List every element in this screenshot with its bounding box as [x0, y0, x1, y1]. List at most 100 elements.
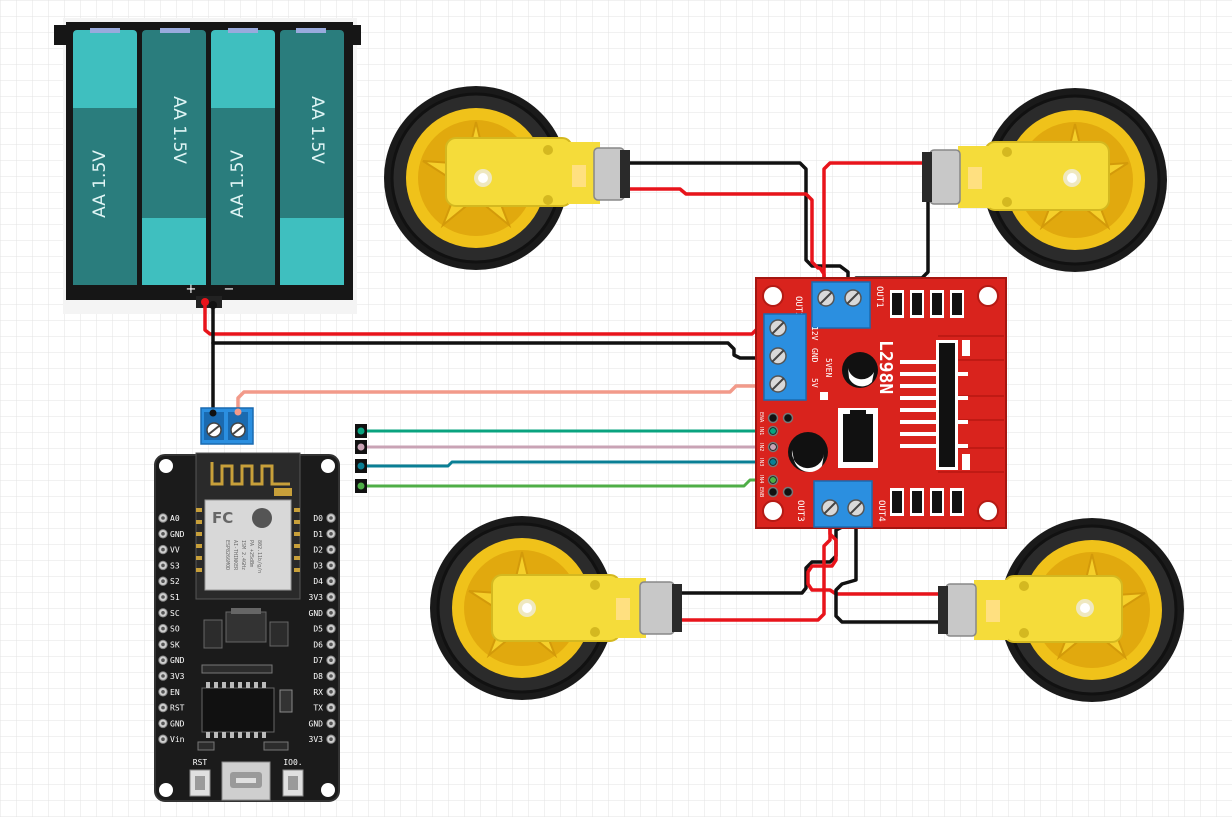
- label-gnd: GND: [810, 348, 819, 363]
- mcu-pin-hole: [329, 642, 333, 647]
- module-text: 802.11b/g/n: [256, 540, 262, 573]
- reset-button[interactable]: [189, 769, 211, 797]
- mcu-pin-hole: [161, 547, 165, 552]
- mcu-pin-hole: [161, 595, 165, 599]
- label-12v: 12V: [810, 326, 819, 341]
- battery-pack[interactable]: AA 1.5V AA 1.5V AA 1.5V AA 1.5V + −: [54, 18, 361, 314]
- pin-label-ena: ENA: [758, 412, 764, 423]
- mcu-pin-hole: [329, 611, 333, 615]
- module-text: ISM 2.4GHz: [240, 540, 246, 570]
- wire-motor-fr-red[interactable]: [822, 161, 930, 292]
- mcu-pin-label: S1: [170, 593, 180, 602]
- mcu-pin-hole: [329, 595, 333, 599]
- mcu-pin-label: GND: [309, 719, 324, 728]
- mcu-pin-hole: [161, 563, 165, 568]
- mcu-pin-hole: [161, 690, 165, 694]
- mcu-pin-label: D5: [313, 625, 323, 634]
- control-pin-header[interactable]: ENA IN1 IN2 IN3 IN4 ENB: [758, 412, 794, 498]
- battery-cell: AA 1.5V: [211, 30, 275, 285]
- mcu-pin-hole: [161, 705, 165, 710]
- usb-serial-chip: [201, 687, 275, 733]
- mcu-pin-label: SK: [170, 640, 180, 649]
- mcu-pin-label: A0: [170, 514, 180, 523]
- mcu-pin-hole: [329, 532, 333, 536]
- mcu-pin-label: RX: [313, 688, 323, 697]
- mcu-pin-label: S3: [170, 561, 180, 570]
- mcu-pin-hole: [329, 547, 333, 552]
- pin-label-in2: IN2: [758, 443, 764, 451]
- mcu-pin-label: D1: [313, 530, 323, 539]
- mcu-pin-hole: [329, 626, 333, 631]
- mcu-pin-hole: [161, 642, 165, 647]
- signal-header[interactable]: [355, 424, 367, 493]
- cell-label: AA 1.5V: [228, 150, 248, 218]
- mcu-pin-label: RST: [170, 704, 185, 713]
- motor-rear-right[interactable]: [938, 516, 1186, 704]
- mcu-pin-label: Vin: [170, 735, 185, 744]
- mcu-pin-hole: [161, 579, 165, 583]
- flash-button[interactable]: [282, 769, 304, 797]
- module-text: PA +25dBm: [248, 540, 254, 567]
- mcu-pin-hole: [161, 532, 165, 536]
- mcu-pin-hole: [329, 690, 333, 694]
- mcu-pin-label: EN: [170, 688, 180, 697]
- mcu-pin-hole: [329, 658, 333, 662]
- wire-control-blue[interactable]: [360, 460, 774, 468]
- capacitor: [788, 432, 828, 472]
- mcu-pin-label: D7: [313, 656, 323, 665]
- diode-array-bottom: [890, 488, 964, 516]
- module-text: AI-THINKER: [232, 540, 238, 571]
- l298n-driver-board[interactable]: OUT2 OUT1 12V GND 5V 5VEN L298N: [755, 277, 1007, 529]
- wire-motor-rr-black[interactable]: [834, 510, 946, 624]
- terminal-out3-out4[interactable]: [813, 480, 873, 528]
- mcu-pin-label: D4: [313, 577, 323, 586]
- cell-label: AA 1.5V: [90, 150, 110, 218]
- label-out4: OUT4: [876, 500, 886, 522]
- pin-label-enb: ENB: [758, 487, 764, 498]
- mcu-pin-hole: [161, 658, 165, 662]
- nodemcu-esp8266-board[interactable]: FC ESP8266MOD AI-THINKER ISM 2.4GHz PA +…: [154, 407, 340, 802]
- svg-text:FC: FC: [212, 509, 233, 527]
- pin-label-in1: IN1: [758, 427, 764, 435]
- mcu-pin-label: D0: [313, 514, 323, 523]
- wire-motor-fl-black[interactable]: [624, 161, 850, 299]
- mcu-pin-label: GND: [309, 609, 324, 618]
- mcu-pin-hole: [161, 737, 165, 741]
- module-text: ESP8266MOD: [224, 540, 230, 570]
- wire-5v-to-mcu[interactable]: [236, 384, 772, 414]
- mcu-pin-label: SO: [170, 625, 180, 634]
- mcu-pin-hole: [329, 705, 333, 710]
- wire-motor-fl-red[interactable]: [624, 187, 826, 299]
- mcu-pin-label: SC: [170, 609, 180, 618]
- battery-cell: AA 1.5V: [142, 30, 206, 285]
- mcu-pin-hole: [329, 579, 333, 583]
- mcu-pin-hole: [161, 721, 165, 726]
- power-screw-terminal[interactable]: [200, 407, 254, 445]
- mcu-pin-hole: [329, 674, 333, 678]
- motor-front-right[interactable]: [922, 86, 1169, 274]
- terminal-out1-out2[interactable]: [811, 281, 871, 329]
- wire-ground-to-driver[interactable]: [211, 341, 772, 360]
- chip-label: L298N: [875, 340, 896, 394]
- label-out2: OUT2: [793, 296, 803, 318]
- micro-usb-port[interactable]: [221, 761, 271, 801]
- mcu-pin-label: D2: [313, 546, 323, 555]
- cell-label: AA 1.5V: [169, 96, 189, 164]
- cell-label: AA 1.5V: [307, 96, 327, 164]
- label-io0: IO0.: [283, 758, 302, 767]
- battery-minus-label: −: [224, 282, 235, 297]
- voltage-regulator-ams1117: [225, 611, 267, 643]
- esp8266-module: FC ESP8266MOD AI-THINKER ISM 2.4GHz PA +…: [195, 452, 301, 600]
- battery-cell: AA 1.5V: [280, 30, 344, 285]
- motor-front-left[interactable]: [382, 84, 630, 272]
- terminal-power[interactable]: [763, 313, 807, 401]
- diode-array-top: [890, 290, 964, 318]
- mcu-pin-label: GND: [170, 656, 185, 665]
- battery-cell: AA 1.5V: [73, 30, 137, 285]
- wire-motor-rr-red[interactable]: [806, 510, 946, 596]
- battery-plus-label: +: [186, 282, 197, 297]
- motor-rear-left[interactable]: [428, 514, 682, 702]
